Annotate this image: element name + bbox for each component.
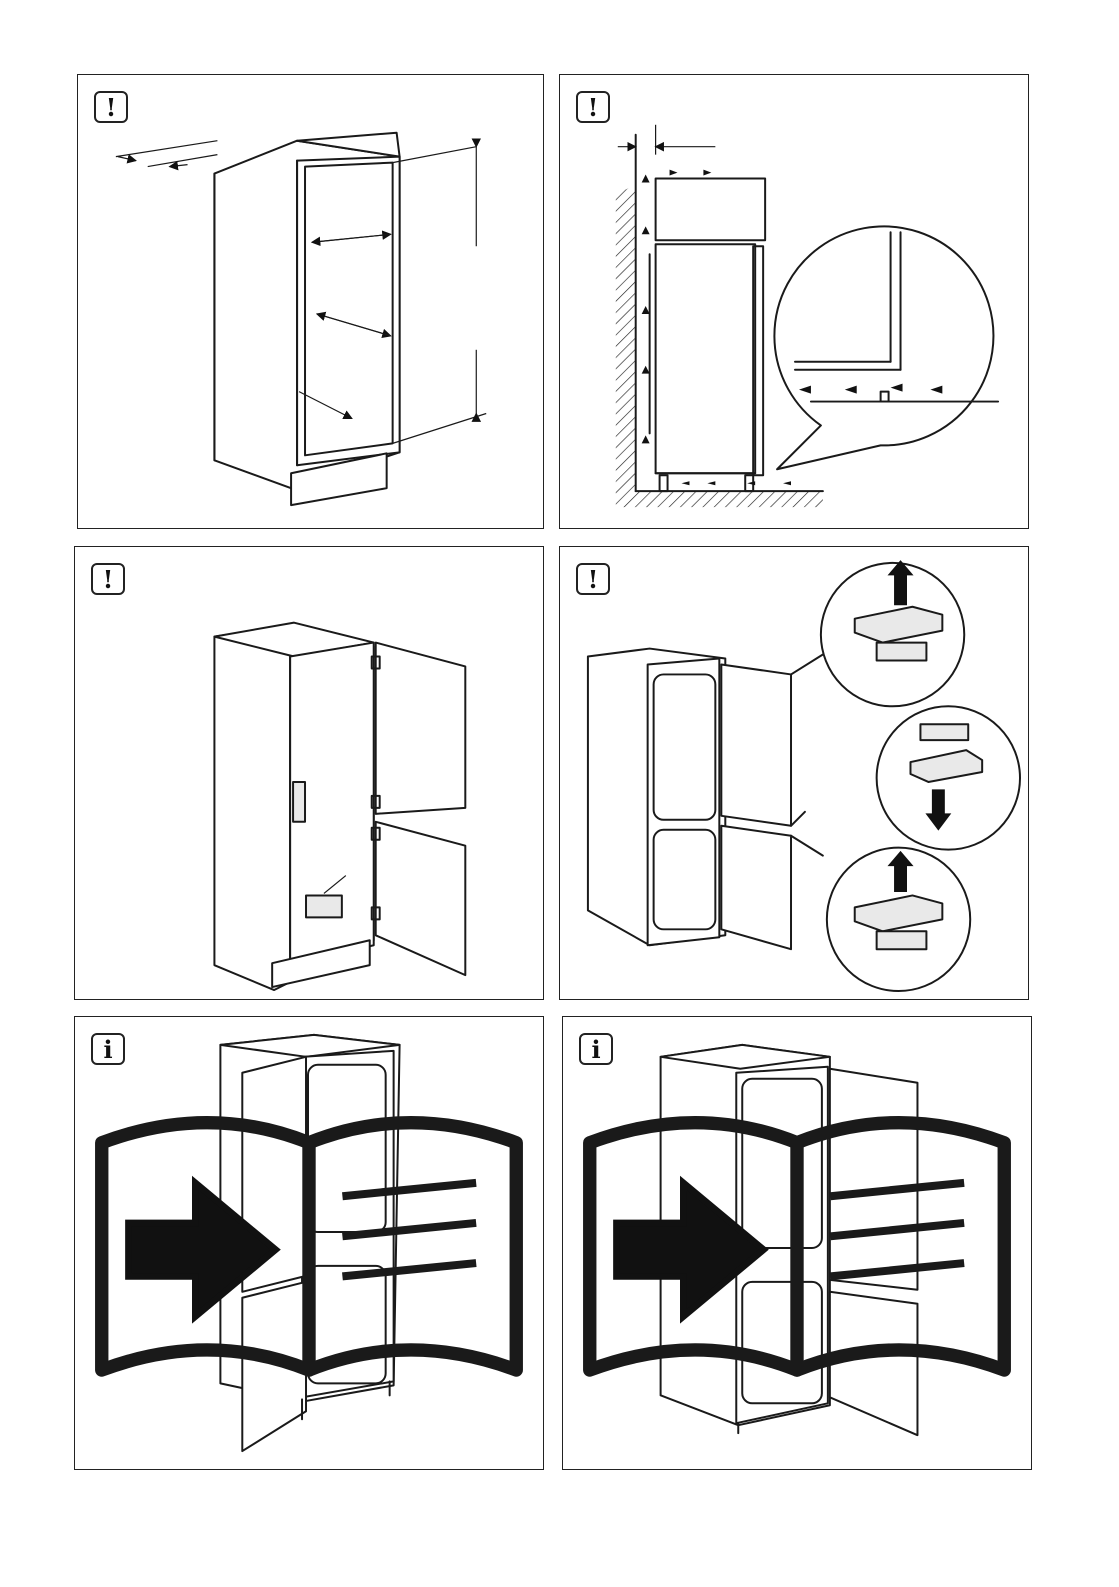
panel-ventilation: ! xyxy=(559,74,1029,529)
panel-hinge-detail: ! xyxy=(559,546,1029,1000)
panel-niche-dimensions: ! xyxy=(77,74,544,529)
panel-door-left: i xyxy=(74,1016,544,1470)
hinge-mounting-illustration xyxy=(75,547,543,999)
panel-hinge-mounting: ! xyxy=(74,546,544,1000)
cabinet-niche-illustration xyxy=(78,75,543,528)
ventilation-illustration xyxy=(560,75,1028,528)
hinge-detail-illustration xyxy=(560,547,1028,999)
panel-door-right: i xyxy=(562,1016,1032,1470)
manual-book-icon xyxy=(563,1017,1031,1469)
manual-book-icon xyxy=(75,1017,543,1469)
